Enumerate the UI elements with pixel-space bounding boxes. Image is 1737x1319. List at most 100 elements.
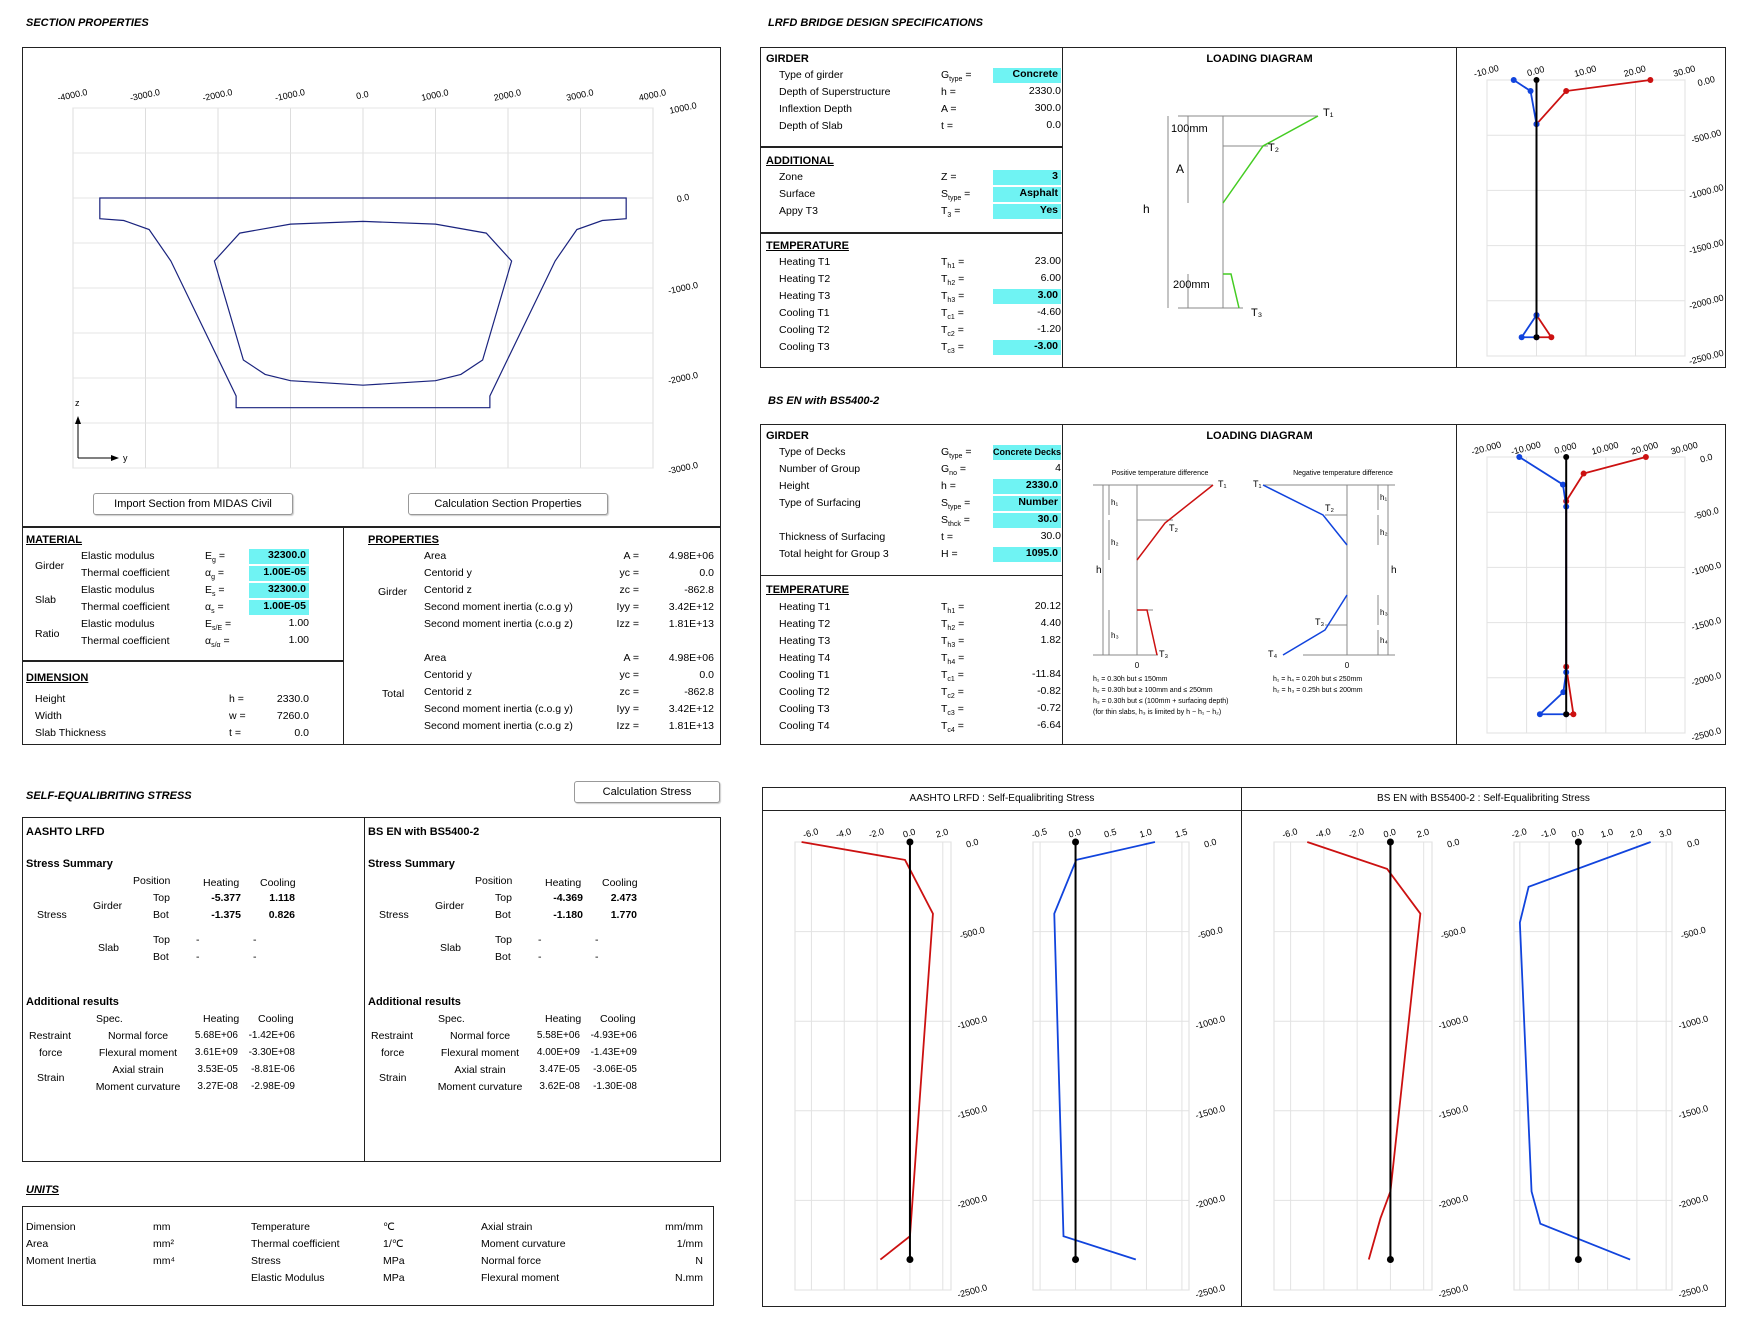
y-tick: -1000.0 — [1437, 1014, 1469, 1032]
result-row-heating: 3.61E+09 — [194, 1047, 238, 1058]
input-row-symbol: Th3 = — [941, 635, 965, 650]
lrfd-girder-title: GIRDER — [766, 53, 809, 65]
stress-title: SELF-EQUALIBRITING STRESS — [26, 790, 192, 802]
input-row-value[interactable]: 1095.0 — [993, 547, 1061, 562]
result-row-heating: 3.62E-08 — [539, 1081, 580, 1092]
property-row-symbol: Izz = — [616, 720, 639, 732]
label-a: A — [1176, 162, 1184, 176]
material-row-value[interactable]: 32300.0 — [249, 549, 309, 564]
calculation-stress-button[interactable]: Calculation Stress — [574, 781, 720, 803]
input-row-symbol: Z = — [941, 171, 957, 183]
input-row-value: -0.82 — [1037, 685, 1061, 697]
property-row-value: -862.8 — [684, 584, 714, 596]
girder-label: Girder — [35, 560, 65, 572]
input-row-symbol: h = — [941, 480, 956, 492]
x-tick: 2.0 — [1416, 827, 1431, 840]
y-tick: -1500.0 — [1677, 1103, 1709, 1121]
input-row-symbol: Tc2 = — [941, 686, 964, 701]
input-row-value[interactable]: -3.00 — [993, 340, 1061, 355]
y-tick: -500.0 — [1680, 925, 1707, 941]
material-row-name: Thermal coefficient — [81, 567, 170, 579]
x-tick: -2000.0 — [201, 87, 233, 103]
input-row-symbol: H = — [941, 548, 958, 560]
x-tick: 1.0 — [1600, 827, 1615, 840]
input-row-symbol: Gtype = — [941, 69, 972, 84]
material-row-value[interactable]: 1.00E-05 — [249, 566, 309, 581]
input-row-value[interactable]: 2330.0 — [993, 479, 1061, 494]
material-row-value[interactable]: 1.00E-05 — [249, 600, 309, 615]
slab-bot-label: Bot — [495, 951, 511, 963]
y-tick: -2500.0 — [1677, 1282, 1709, 1300]
property-row-name: Second moment inertia (c.o.g z) — [424, 720, 573, 732]
input-row-symbol: Tc3 = — [941, 341, 964, 356]
result-row-name: Flexural moment — [440, 1047, 520, 1059]
result-row-cooling: -4.93E+06 — [590, 1030, 637, 1041]
input-row-symbol: Th1 = — [941, 601, 965, 616]
y-tick: -2500.0 — [1194, 1282, 1226, 1300]
slab-top-label: Top — [495, 934, 512, 946]
unit-cell: Flexural moment — [481, 1272, 560, 1284]
input-row-name: Surface — [779, 188, 816, 200]
series-point — [1559, 481, 1566, 488]
stress-table-title: BS EN with BS5400-2 — [368, 826, 480, 838]
unit-cell: Area — [26, 1238, 49, 1250]
label-t3: T₃ — [1251, 307, 1262, 319]
material-row-name: Elastic modulus — [81, 584, 155, 596]
properties-title: PROPERTIES — [368, 534, 439, 546]
input-row-value[interactable]: 3.00 — [993, 289, 1061, 304]
diagram-text: h — [1391, 565, 1397, 576]
input-row-name: Heating T2 — [779, 273, 831, 285]
x-tick: 1.0 — [1138, 827, 1153, 840]
result-row-cooling: -1.43E+09 — [590, 1047, 637, 1058]
lrfd-title: LRFD BRIDGE DESIGN SPECIFICATIONS — [768, 17, 983, 29]
y-tick: -2500.0 — [956, 1282, 988, 1300]
input-row-value[interactable]: Asphalt — [993, 187, 1061, 202]
x-tick: -10.000 — [1510, 439, 1542, 457]
material-row-name: Thermal coefficient — [81, 601, 170, 613]
label-t2: T₂ — [1268, 142, 1279, 154]
y-tick: 0.00 — [1696, 74, 1716, 88]
input-row-symbol: Stype = — [941, 497, 971, 512]
origin-point — [1072, 838, 1080, 846]
unit-cell: mm² — [153, 1238, 174, 1250]
diagram-text: h₂ — [1380, 528, 1388, 537]
input-row-value[interactable]: 30.0 — [993, 513, 1061, 528]
y-tick: -1000.0 — [956, 1014, 988, 1032]
material-row-name: Thermal coefficient — [81, 635, 170, 647]
input-row-name: Cooling T3 — [779, 341, 830, 353]
label-200mm: 200mm — [1173, 279, 1210, 291]
dimension-row-value: 0.0 — [294, 727, 309, 739]
slab-bot-cooling: - — [595, 951, 599, 963]
x-tick: 0.0 — [1570, 827, 1585, 840]
x-tick: 3.0 — [1658, 827, 1673, 840]
input-row-value[interactable]: Yes — [993, 204, 1061, 219]
series-point — [1527, 88, 1534, 95]
y-tick: 0.0 — [676, 192, 690, 204]
input-row-value[interactable]: 3 — [993, 170, 1061, 185]
origin-point — [906, 838, 914, 846]
calculation-section-properties-button[interactable]: Calculation Section Properties — [408, 493, 608, 515]
input-row-name: Cooling T1 — [779, 669, 830, 681]
diagram-text: h₂ — [1111, 538, 1119, 547]
input-row-value: 6.00 — [1040, 272, 1061, 284]
y-tick: -1000.0 — [1194, 1014, 1226, 1032]
property-row-name: Area — [424, 652, 447, 664]
property-row-symbol: A = — [623, 550, 639, 562]
dimension-row-symbol: w = — [229, 710, 246, 722]
input-row-value[interactable]: Number — [993, 496, 1061, 511]
y-tick: -1500.0 — [1437, 1103, 1469, 1121]
series-point — [1580, 470, 1587, 477]
input-row-value[interactable]: Concrete Decks — [993, 445, 1061, 460]
input-row-symbol: Gtype = — [941, 446, 972, 461]
input-row-value[interactable]: Concrete — [993, 68, 1061, 83]
x-tick: 30.00 — [1672, 63, 1696, 78]
unit-cell: Temperature — [251, 1221, 310, 1233]
lrfd-heating-gradient — [1222, 115, 1319, 204]
material-row-value[interactable]: 32300.0 — [249, 583, 309, 598]
diagram-text: 0 — [1135, 661, 1140, 670]
import-section-button[interactable]: Import Section from MIDAS Civil — [93, 493, 293, 515]
